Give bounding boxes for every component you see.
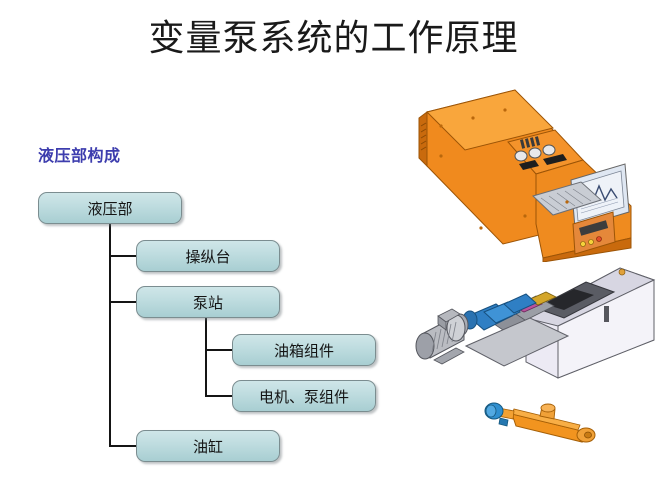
connector-branch-cylinder — [109, 445, 137, 447]
tree-node-cylinder[interactable]: 油缸 — [136, 430, 280, 462]
section-heading: 液压部构成 — [38, 146, 121, 165]
tree-node-console-label: 操纵台 — [185, 247, 231, 266]
tree-node-motor-pump-assembly[interactable]: 电机、泵组件 — [232, 380, 376, 412]
connector-pumpstation-trunk — [205, 318, 207, 396]
tree-node-console[interactable]: 操纵台 — [136, 240, 280, 272]
connector-branch-pumpstation — [109, 301, 137, 303]
tree-node-motor-pump-assembly-label: 电机、泵组件 — [258, 387, 349, 406]
hydraulic-cylinder-svg — [484, 402, 596, 443]
tree-node-root[interactable]: 液压部 — [38, 192, 182, 224]
control-console-illustration — [415, 82, 655, 262]
page-title: 变量泵系统的工作原理 — [148, 18, 519, 59]
control-console-svg — [418, 89, 632, 262]
tree-node-tank-assembly-label: 油箱组件 — [273, 341, 334, 360]
tree-node-tank-assembly[interactable]: 油箱组件 — [232, 334, 376, 366]
pump-station-illustration — [408, 262, 660, 392]
tree-node-cylinder-label: 油缸 — [192, 437, 223, 456]
connector-branch-motor-pump-assembly — [205, 395, 233, 397]
hydraulic-cylinder-illustration — [482, 392, 610, 448]
pump-station-svg — [415, 267, 656, 379]
switch-bank-icon — [520, 136, 541, 149]
connector-branch-tank-assembly — [205, 349, 233, 351]
tree-node-pumpstation-label: 泵站 — [192, 293, 223, 312]
connector-branch-console — [109, 255, 137, 257]
tree-node-root-label: 液压部 — [87, 199, 133, 218]
connector-root-trunk — [109, 224, 111, 446]
tree-node-pumpstation[interactable]: 泵站 — [136, 286, 280, 318]
